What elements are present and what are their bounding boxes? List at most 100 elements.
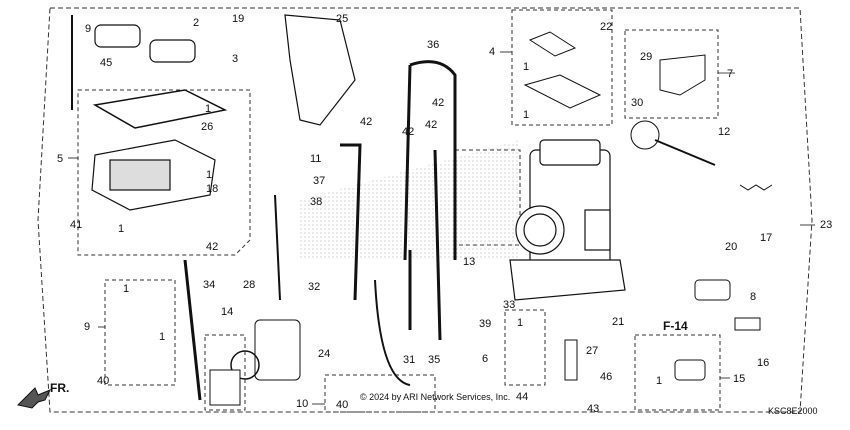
part-24 [254, 319, 301, 381]
callout-42e: 42 [206, 241, 218, 253]
group-box-6 [504, 309, 546, 386]
diagram-frame [37, 7, 813, 413]
front-marker: FR. [50, 381, 69, 395]
callout-1g: 1 [517, 317, 523, 329]
hose-34 [183, 259, 202, 401]
callout-22: 22 [600, 21, 612, 33]
callout-30: 30 [631, 97, 643, 109]
top-cap [94, 24, 196, 63]
hose-36 [403, 60, 457, 261]
callout-13: 13 [463, 256, 475, 268]
cover-25 [284, 14, 356, 126]
callout-46: 46 [600, 371, 612, 383]
callout-18: 18 [206, 183, 218, 195]
plate-14 [209, 369, 241, 406]
callout-16: 16 [757, 357, 769, 369]
float-chamber [91, 139, 216, 211]
callout-40a: 40 [97, 375, 109, 387]
callout-42c: 42 [425, 119, 437, 131]
callout-4: 4 [489, 46, 495, 58]
callout-12: 12 [718, 126, 730, 138]
group-box-9 [104, 279, 176, 386]
callout-7: 7 [727, 68, 733, 80]
stipple-area [300, 140, 520, 260]
callout-23: 23 [820, 219, 832, 231]
callout-28: 28 [243, 279, 255, 291]
callout-9a: 9 [85, 23, 91, 35]
callout-1h: 1 [159, 331, 165, 343]
group-box-14 [204, 334, 246, 411]
callout-20: 20 [725, 241, 737, 253]
callout-37: 37 [313, 175, 325, 187]
callout-42a: 42 [432, 97, 444, 109]
callout-1f: 1 [123, 283, 129, 295]
carburetor-body [509, 139, 626, 301]
jet-needle-38 [274, 194, 281, 301]
part-27 [564, 339, 578, 381]
callout-32: 32 [308, 281, 320, 293]
callout-40b: 40 [336, 399, 348, 411]
callout-1b: 1 [205, 103, 211, 115]
part-15 [674, 359, 706, 381]
callout-1d: 1 [206, 169, 212, 181]
catalog-code: KSC8E2000 [768, 406, 818, 416]
callout-34: 34 [203, 279, 215, 291]
cable-10 [374, 279, 411, 386]
hose-35 [433, 149, 442, 341]
callout-36: 36 [427, 39, 439, 51]
gasket-26 [92, 89, 228, 129]
callout-27: 27 [586, 345, 598, 357]
callout-42b: 42 [360, 116, 372, 128]
callout-31: 31 [403, 354, 415, 366]
part-16 [734, 317, 761, 331]
plate-22 [528, 31, 577, 57]
callout-35: 35 [428, 354, 440, 366]
group-box-7 [624, 29, 719, 119]
callout-44: 44 [516, 391, 528, 403]
hose-37 [340, 143, 362, 301]
callout-43: 43 [587, 403, 599, 415]
callout-15: 15 [733, 373, 745, 385]
callout-21: 21 [612, 316, 624, 328]
callout-3: 3 [232, 53, 238, 65]
group-box-4 [511, 9, 613, 126]
callout-41: 41 [70, 219, 82, 231]
callout-29: 29 [640, 51, 652, 63]
group-box-10 [324, 374, 436, 413]
leader-lines [68, 51, 815, 405]
callout-33: 33 [503, 299, 515, 311]
callout-5: 5 [57, 153, 63, 165]
callout-1e: 1 [118, 223, 124, 235]
callout-11: 11 [310, 153, 321, 165]
callout-labels: 9 2 19 25 36 22 4 3 45 1 29 7 30 42 1 26… [57, 13, 832, 415]
group-box-15 [634, 334, 721, 411]
fig-code: F-14 [663, 319, 688, 333]
oring-14 [230, 350, 260, 380]
cover-4 [523, 74, 602, 109]
callout-2: 2 [193, 17, 199, 29]
callout-19: 19 [232, 13, 244, 25]
throttle-shaft-12 [630, 120, 773, 191]
front-arrow [16, 387, 52, 409]
group-box-5 [77, 89, 251, 256]
callout-8: 8 [750, 291, 756, 303]
copyright: © 2024 by ARI Network Services, Inc. [360, 392, 510, 402]
callout-1i: 1 [656, 375, 662, 387]
callout-14: 14 [221, 306, 233, 318]
callout-39: 39 [479, 318, 491, 330]
callout-26: 26 [201, 121, 213, 133]
callout-42d: 42 [402, 126, 414, 138]
callout-9b: 9 [84, 321, 90, 333]
callout-45: 45 [100, 57, 112, 69]
linkage-7 [659, 54, 706, 96]
callout-1c: 1 [523, 109, 529, 121]
callout-10: 10 [296, 398, 308, 410]
part-8 [694, 279, 731, 301]
callout-1a: 1 [523, 61, 529, 73]
callout-24: 24 [318, 348, 330, 360]
callout-38: 38 [310, 196, 322, 208]
callout-17: 17 [760, 232, 772, 244]
callout-25: 25 [336, 13, 348, 25]
callout-6: 6 [482, 353, 488, 365]
